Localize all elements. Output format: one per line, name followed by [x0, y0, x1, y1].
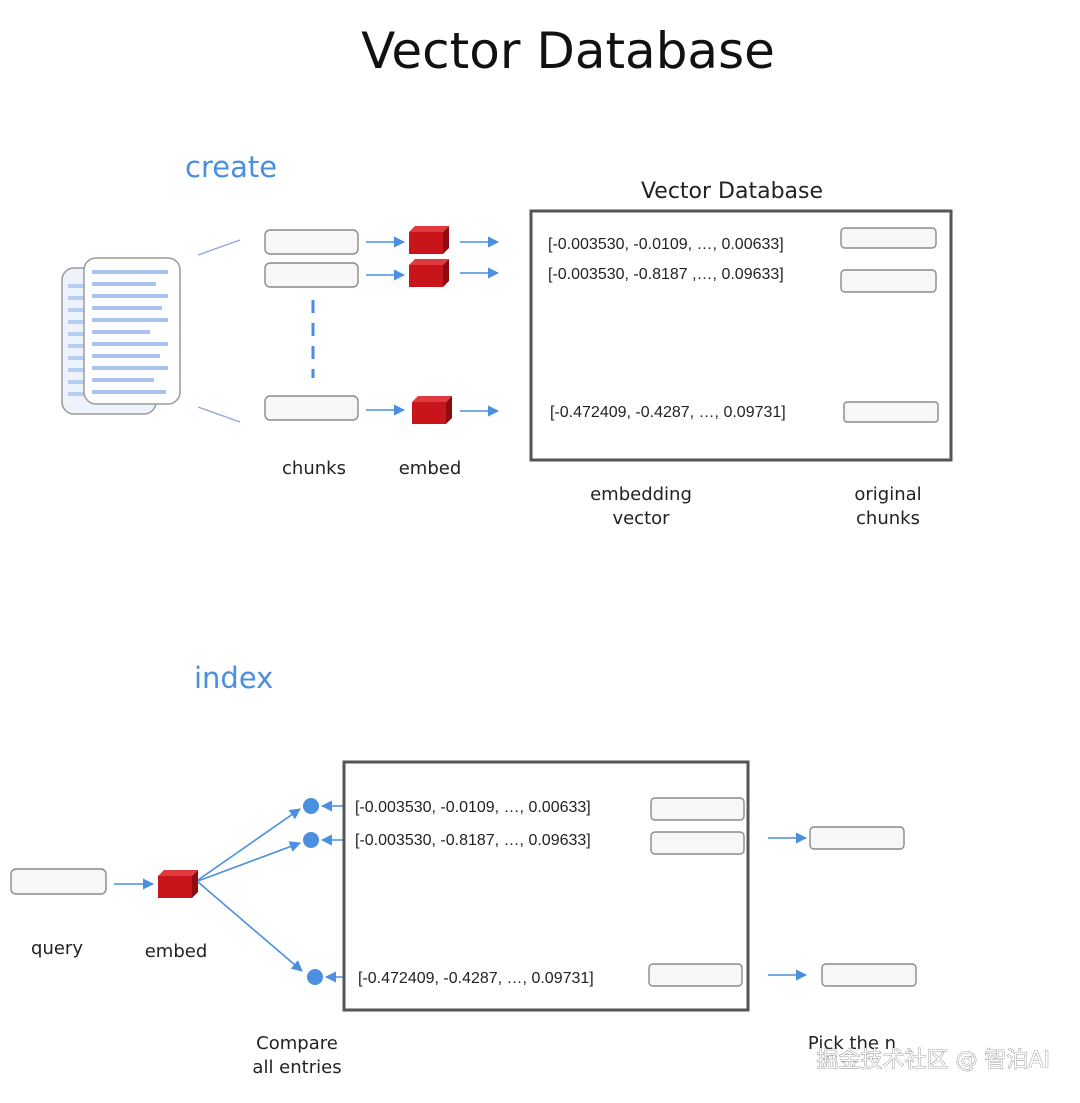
fan-line-top	[197, 239, 241, 256]
pick-label: Pick the n	[808, 1033, 896, 1054]
document-stack-icon	[61, 257, 181, 415]
query-box	[10, 868, 107, 895]
query-label: query	[31, 938, 83, 959]
index-chunk-box-2	[650, 831, 745, 855]
compare-dot-2	[303, 832, 319, 848]
index-section-label: index	[194, 661, 273, 695]
arrow-embed-dot-1	[197, 808, 301, 881]
index-vector-row-1: [-0.003530, -0.0109, …, 0.00633]	[355, 799, 591, 816]
embedding-vector-label-line-2: vector	[612, 508, 670, 529]
arrow-embed-dot-2	[197, 841, 302, 882]
create-vector-row-2: [-0.003530, -0.8187 ,…, 0.09633]	[548, 266, 784, 283]
embed-label: embed	[399, 458, 462, 479]
chunk-box-3	[264, 395, 359, 421]
original-chunks-label-line-2: chunks	[856, 508, 920, 529]
picked-chunk-box-1	[809, 826, 905, 850]
compare-label-line-1: Compare	[256, 1033, 338, 1054]
chunk-box-1	[264, 229, 359, 255]
picked-chunk-box-2	[821, 963, 917, 987]
original-chunk-box-3	[843, 401, 939, 423]
watermark: 掘金技术社区 @ 智泊AI	[816, 1048, 1050, 1073]
chunk-box-2	[264, 262, 359, 288]
original-chunks-label-line-1: original	[854, 484, 921, 505]
create-section-label: create	[185, 150, 277, 184]
create-vector-row-1: [-0.003530, -0.0109, …, 0.00633]	[548, 236, 784, 253]
compare-dot-3	[307, 969, 323, 985]
index-vector-row-3: [-0.472409, -0.4287, …, 0.09731]	[358, 970, 594, 987]
original-chunk-box-1	[840, 227, 937, 249]
embed-cube-icon-2	[409, 259, 449, 287]
original-chunk-box-2	[840, 269, 937, 293]
index-chunk-box-3	[648, 963, 743, 987]
vector-database-title: Vector Database	[641, 179, 823, 204]
create-vector-row-3: [-0.472409, -0.4287, …, 0.09731]	[550, 404, 786, 421]
compare-dot-1	[303, 798, 319, 814]
chunks-label: chunks	[282, 458, 346, 479]
embedding-vector-label-line-1: embedding	[590, 484, 692, 505]
index-embed-label: embed	[145, 941, 208, 962]
arrow-embed-dot-3	[197, 881, 303, 972]
main-title: Vector Database	[361, 22, 775, 80]
compare-label-line-2: all entries	[252, 1057, 341, 1078]
index-vector-row-2: [-0.003530, -0.8187, …, 0.09633]	[355, 832, 591, 849]
embed-cube-icon-1	[409, 226, 449, 254]
embed-cube-icon-3	[412, 396, 452, 424]
query-embed-cube-icon	[158, 870, 198, 898]
index-chunk-box-1	[650, 797, 745, 821]
fan-line-bottom	[197, 406, 241, 423]
